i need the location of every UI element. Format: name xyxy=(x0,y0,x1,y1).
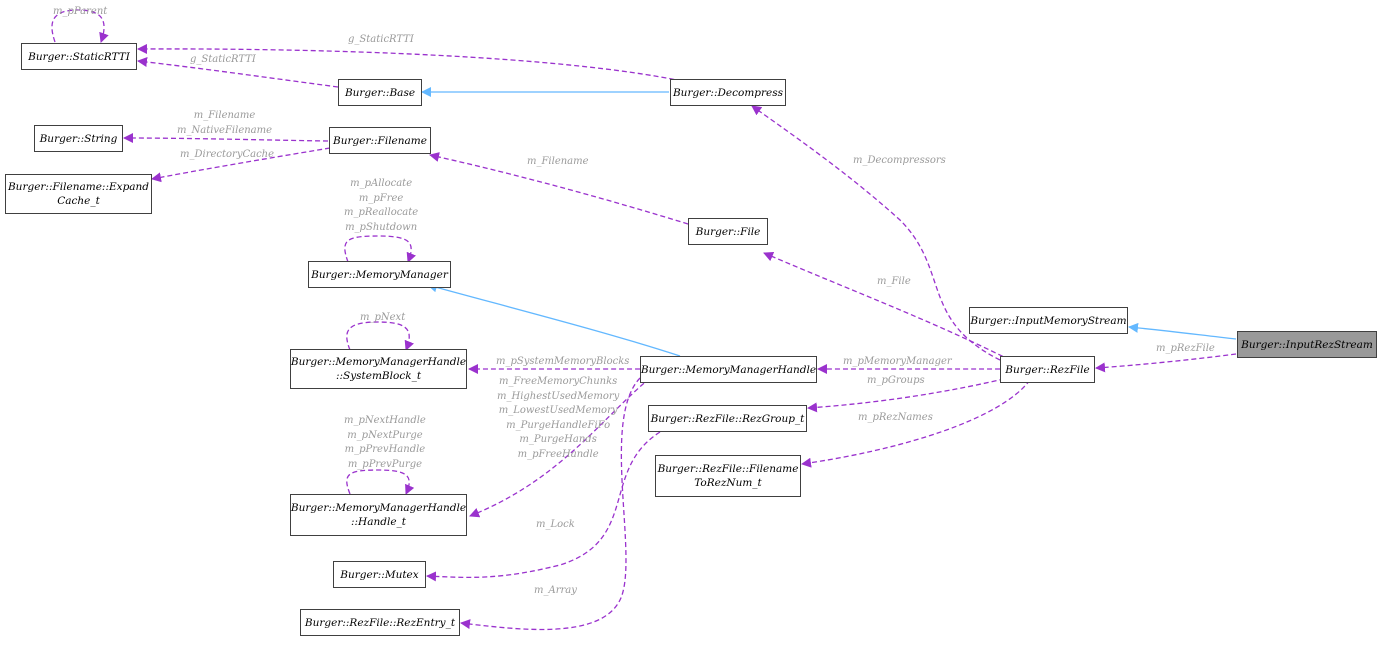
node-input-rez-stream[interactable]: Burger::InputRezStream xyxy=(1237,331,1377,358)
node-filename-to-rez-num[interactable]: Burger::RezFile::Filename ToRezNum_t xyxy=(655,455,801,497)
label-m-filename: m_Filename xyxy=(527,156,589,167)
node-system-block[interactable]: Burger::MemoryManagerHandle ::SystemBloc… xyxy=(290,349,467,389)
edge-memory-manager-self xyxy=(344,235,416,263)
node-memory-manager[interactable]: Burger::MemoryManager xyxy=(308,261,451,288)
edge-mmh-rez-entry xyxy=(460,377,641,631)
label-g-static-rtti-top: g_StaticRTTI xyxy=(348,34,414,45)
node-decompress[interactable]: Burger::Decompress xyxy=(670,79,786,106)
label-m-file: m_File xyxy=(877,276,911,287)
node-string[interactable]: Burger::String xyxy=(34,125,123,152)
label-m-decompressors: m_Decompressors xyxy=(853,155,946,166)
node-rez-file[interactable]: Burger::RezFile xyxy=(1000,356,1095,383)
edge-rezfile-decompress xyxy=(751,105,1001,361)
edge-filename-string xyxy=(123,133,329,144)
node-rez-entry[interactable]: Burger::RezFile::RezEntry_t xyxy=(300,609,460,636)
edge-rezfile-file xyxy=(763,251,1011,361)
label-m-prez-file: m_pRezFile xyxy=(1156,343,1215,354)
label-m-lock: m_Lock xyxy=(536,519,575,530)
label-m-pparent: m_pParent xyxy=(53,6,108,17)
label-m-psystem-memory-blocks: m_pSystemMemoryBlocks xyxy=(496,356,630,367)
edge-base-static-rtti xyxy=(137,57,339,88)
edge-file-filename xyxy=(429,152,689,225)
edge-rez-group-mutex xyxy=(426,431,661,582)
label-handle-self: m_pNextHandle m_pNextPurge m_pPrevHandle… xyxy=(344,415,426,470)
edge-mmh-memory-manager xyxy=(427,282,681,357)
edge-mmh-handle xyxy=(469,377,651,518)
edge-rezfile-rez-group xyxy=(807,376,1013,413)
node-base[interactable]: Burger::Base xyxy=(338,79,422,106)
node-handle-t[interactable]: Burger::MemoryManagerHandle ::Handle_t xyxy=(290,494,467,536)
node-file[interactable]: Burger::File xyxy=(688,218,768,245)
edge-decompress-static-rtti xyxy=(137,43,683,82)
label-m-directory-cache: m_DirectoryCache xyxy=(180,149,275,160)
edge-static-rtti-self xyxy=(51,9,109,43)
label-handle-fields: m_FreeMemoryChunks m_HighestUsedMemory m… xyxy=(497,376,620,460)
node-filename[interactable]: Burger::Filename xyxy=(329,127,431,154)
label-mm-self: m_pAllocate m_pFree m_pReallocate m_pShu… xyxy=(344,178,419,233)
edge-rezfile-filename-to-rez-num xyxy=(801,379,1031,468)
node-mutex[interactable]: Burger::Mutex xyxy=(333,561,426,588)
edge-filename-expand-cache xyxy=(151,147,331,183)
label-g-static-rtti-base: g_StaticRTTI xyxy=(190,54,256,65)
label-m-prez-names: m_pRezNames xyxy=(858,412,933,423)
label-m-array: m_Array xyxy=(534,585,577,596)
label-m-pnext: m_pNext xyxy=(360,312,406,323)
label-m-pgroups: m_pGroups xyxy=(867,375,925,386)
label-m-pmemory-manager: m_pMemoryManager xyxy=(843,356,952,367)
node-static-rtti[interactable]: Burger::StaticRTTI xyxy=(21,43,137,70)
node-rez-group[interactable]: Burger::RezFile::RezGroup_t xyxy=(648,405,807,432)
label-filename-string: m_Filename m_NativeFilename xyxy=(177,110,273,136)
edge-rez-stream-input-memory-stream xyxy=(1128,322,1237,340)
node-memory-manager-handle[interactable]: Burger::MemoryManagerHandle xyxy=(640,356,817,383)
node-expand-cache[interactable]: Burger::Filename::Expand Cache_t xyxy=(5,174,152,214)
node-input-memory-stream[interactable]: Burger::InputMemoryStream xyxy=(969,307,1128,334)
edge-system-block-self xyxy=(346,321,414,351)
edge-handle-self xyxy=(346,469,415,495)
